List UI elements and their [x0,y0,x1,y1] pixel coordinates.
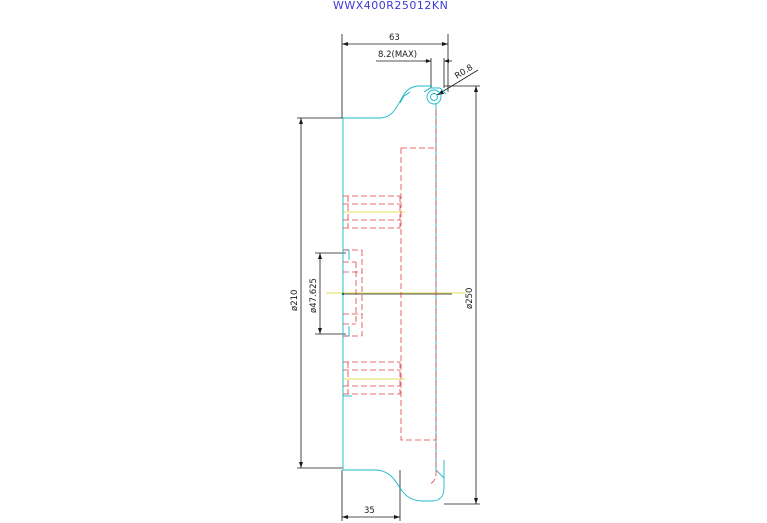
dim-outer-diameter-label: ø250 [465,288,475,309]
dimension-outer-diameter: ø250 [444,85,480,505]
drawing-title: WWX400R25012KN [333,0,448,12]
dimension-bore-diameter: ø47.625 [309,252,346,335]
dimension-hub-width: 35 [341,470,401,521]
hidden-lines [343,110,437,485]
dim-bore-diameter-label: ø47.625 [309,278,319,313]
dim-max-offset-label: 8.2(MAX) [378,50,417,60]
centerline-group [326,211,466,380]
dim-inner-diameter-label: ø210 [290,290,300,311]
dimension-max-offset: 8.2(MAX) [376,50,452,88]
dim-hub-width-label: 35 [364,506,375,516]
dimension-overall-width: 63 [341,33,449,118]
dimension-radius: R0.8 [436,63,479,96]
dim-overall-width-label: 63 [389,33,400,43]
dimension-inner-diameter: ø210 [290,117,343,469]
